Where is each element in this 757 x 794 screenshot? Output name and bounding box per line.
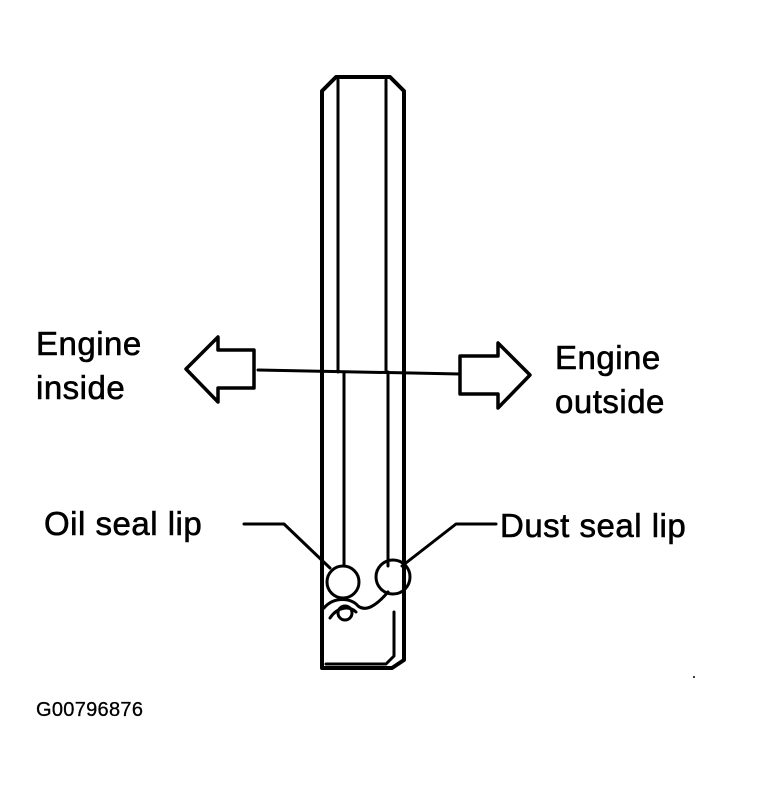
engine-outside-line2: outside bbox=[555, 382, 665, 420]
seal-body-outline bbox=[320, 75, 406, 670]
dust-seal-lip-circle bbox=[374, 558, 412, 596]
oil-seal-lip-label: Oil seal lip bbox=[44, 505, 203, 543]
engine-inside-line2: inside bbox=[36, 368, 126, 406]
hollow-arrow-right-icon bbox=[458, 341, 532, 410]
oil-seal-leader-line bbox=[242, 522, 332, 570]
seal-separator-line bbox=[256, 368, 462, 376]
engine-inside-label: Engine inside bbox=[36, 322, 142, 409]
dust-seal-leader-line bbox=[400, 522, 498, 568]
garter-spring-contour bbox=[322, 590, 390, 610]
dust-seal-lip-label: Dust seal lip bbox=[500, 507, 687, 545]
garter-spring-circle bbox=[336, 604, 354, 622]
hollow-arrow-left-icon bbox=[184, 335, 256, 404]
engine-outside-label: Engine outside bbox=[555, 336, 665, 423]
oil-seal-lip-circle bbox=[325, 564, 361, 600]
figure-code: G00796876 bbox=[36, 699, 144, 721]
stray-dot bbox=[693, 676, 695, 678]
garter-spring-inner bbox=[328, 606, 358, 620]
metal-case bbox=[324, 610, 396, 666]
engine-outside-line1: Engine bbox=[555, 339, 661, 377]
engine-inside-line1: Engine bbox=[36, 325, 142, 363]
